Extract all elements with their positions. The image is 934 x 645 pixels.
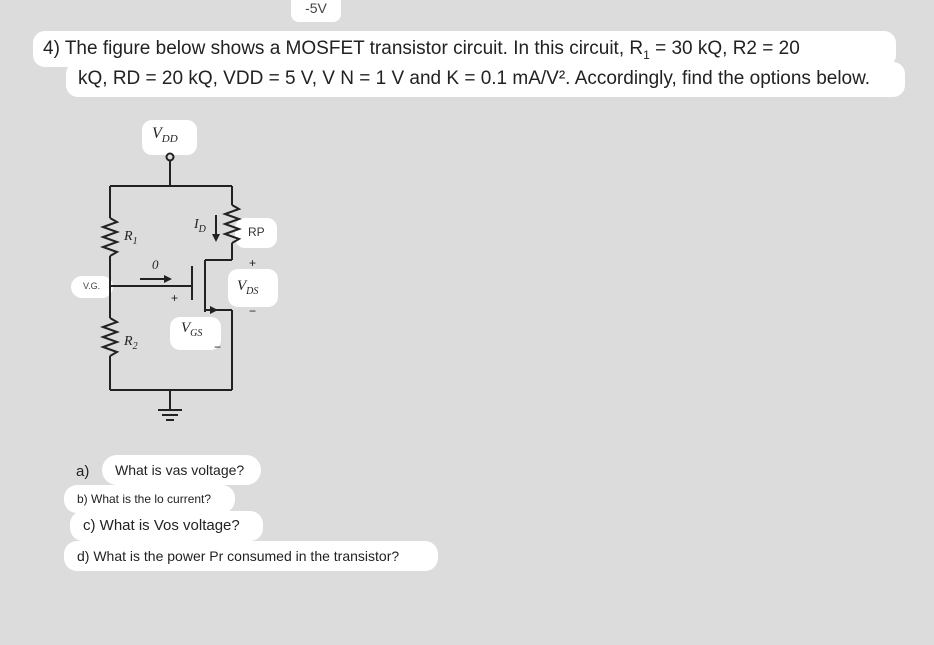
option-d-text: d) What is the power Pr consumed in the … [64, 541, 438, 571]
id-label-sub: D [198, 223, 206, 235]
vdd-label-sub: DD [161, 133, 178, 146]
rp-label: RP [248, 225, 265, 239]
vdd-terminal [165, 152, 175, 162]
r2-label-sub: 2 [132, 340, 138, 352]
id-label: ID [194, 217, 206, 235]
vg-label: V.G. [83, 281, 101, 291]
question-line-1-pre: 4) The figure below shows a MOSFET trans… [43, 38, 644, 59]
question-line-2: kQ, RD = 20 kQ, VDD = 5 V, V N = 1 V and… [66, 62, 905, 97]
r1-label-sub: 1 [132, 235, 138, 247]
vgs-plus: + [171, 291, 179, 305]
rd-resistor [222, 204, 242, 244]
option-a-text: What is vas voltage? [102, 455, 261, 485]
r1-label-main: R [124, 229, 133, 244]
r1-label: R1 [124, 229, 138, 247]
question-line-1-post: = 30 kQ, R2 = 20 [649, 38, 800, 59]
vgs-minus: − [214, 340, 222, 354]
vds-minus: − [249, 304, 257, 318]
gate-current-arrow [164, 275, 172, 283]
question-line-1: 4) The figure below shows a MOSFET trans… [33, 31, 896, 67]
vgs-label-sub: GS [190, 328, 203, 339]
r2-label-main: R [124, 334, 133, 349]
vds-label: VDS [237, 278, 258, 297]
vgs-label-bubble [170, 317, 221, 350]
question-line-1-sub: 1 [643, 47, 650, 62]
top-tag: -5V [291, 0, 341, 22]
drain-current-arrow [212, 234, 220, 242]
vgs-label-main: V [181, 320, 191, 336]
vdd-label: VDD [152, 125, 178, 145]
vdd-label-main: V [152, 125, 162, 142]
option-b-text: b) What is the lo current? [64, 485, 235, 513]
vgs-label: VGS [181, 320, 202, 339]
r2-label: R2 [124, 334, 138, 352]
vds-label-bubble [228, 269, 278, 307]
r1-resistor [100, 217, 120, 257]
id-label-main: I [194, 217, 199, 232]
r2-resistor [100, 317, 120, 357]
vdd-label-bubble [142, 120, 197, 155]
gate-current-zero-label: 0 [152, 257, 159, 272]
vg-label-bubble [71, 276, 113, 298]
option-c-text: c) What is Vos voltage? [70, 511, 263, 541]
vds-label-main: V [237, 278, 247, 294]
option-a-letter: a) [76, 463, 90, 480]
vds-plus: + [249, 256, 257, 270]
vds-label-sub: DS [246, 286, 259, 297]
source-arrow [210, 306, 218, 314]
rp-label-bubble [235, 218, 277, 248]
